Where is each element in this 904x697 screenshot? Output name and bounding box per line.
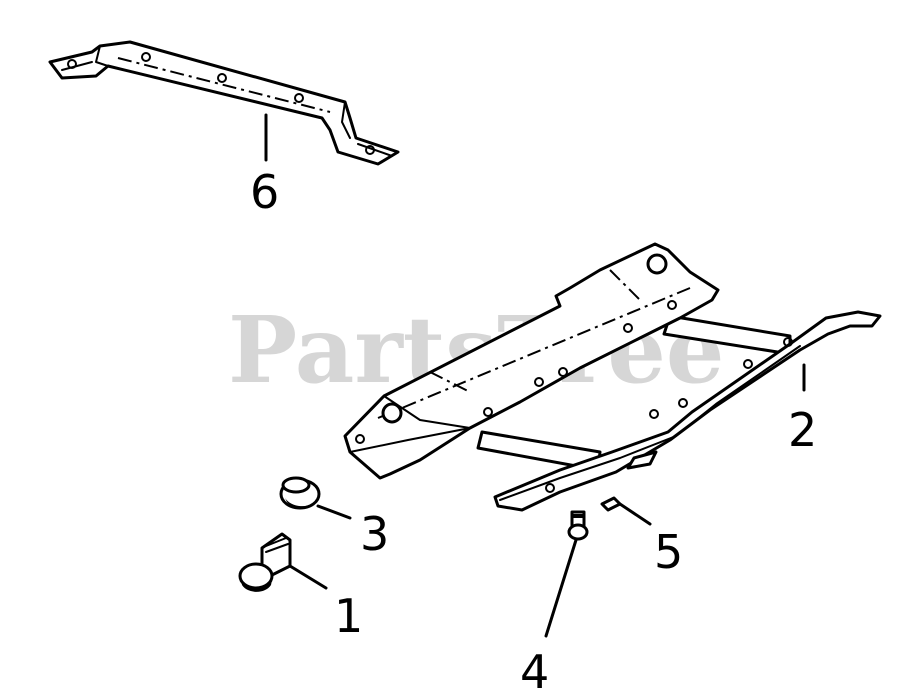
callout-5[interactable]: 5	[654, 525, 683, 579]
callout-4[interactable]: 4	[520, 645, 549, 697]
part-2-frame[interactable]	[343, 242, 882, 512]
leader-line-1	[288, 564, 328, 590]
leader-line-5	[618, 502, 652, 526]
leader-line-3	[316, 504, 352, 520]
callout-2[interactable]: 2	[788, 403, 817, 457]
part-1-shoulder-bolt[interactable]	[238, 532, 328, 592]
part-3-spacer[interactable]	[279, 476, 352, 520]
part-6-bracket[interactable]	[48, 40, 400, 166]
callout-1[interactable]: 1	[334, 589, 363, 643]
callout-6[interactable]: 6	[250, 165, 279, 219]
part-4-bolt[interactable]	[544, 510, 589, 638]
callout-3[interactable]: 3	[360, 507, 389, 561]
leader-line-4	[544, 538, 578, 638]
part-5-screw[interactable]	[600, 496, 652, 526]
